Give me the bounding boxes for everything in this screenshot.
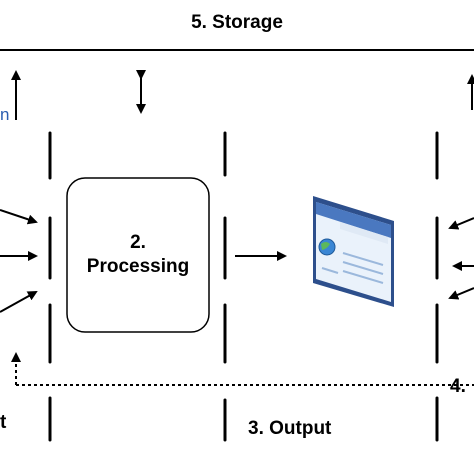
left-edge-partial-text: t [0, 412, 7, 433]
feedback-arrowhead [11, 352, 21, 362]
right-edge-partial-text: 4. [450, 376, 466, 397]
browser-window-icon [313, 196, 394, 307]
processing-name: Processing [86, 256, 190, 277]
processing-box [66, 177, 210, 333]
feedback-dotted-line [15, 362, 474, 386]
processing-number: 2. [130, 232, 146, 253]
storage-label: 5. Storage [191, 12, 283, 33]
right-input-arrows [448, 217, 474, 300]
input-arrows [0, 209, 38, 313]
left-edge-blue-text: n [0, 105, 10, 124]
output-label: 3. Output [248, 418, 332, 439]
